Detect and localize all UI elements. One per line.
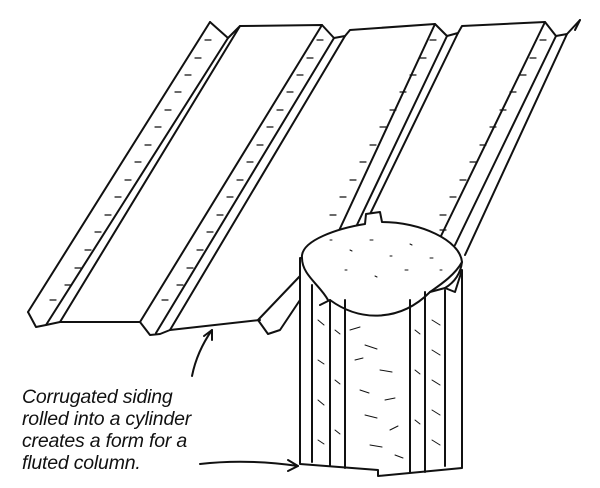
caption-line-4: fluted column. <box>22 452 141 474</box>
caption: Corrugated siding rolled into a cylinder… <box>22 386 282 474</box>
corrugated-siding-sheet <box>27 19 581 336</box>
column-texture <box>317 239 443 459</box>
rib-hatching <box>49 39 547 301</box>
arrow-to-siding <box>191 329 213 377</box>
caption-line-2: rolled into a cylinder <box>22 408 192 430</box>
caption-line-1: Corrugated siding <box>22 386 173 408</box>
fluted-column <box>299 211 463 477</box>
arrow-to-column <box>199 459 299 472</box>
caption-line-3: creates a form for a <box>22 430 188 452</box>
